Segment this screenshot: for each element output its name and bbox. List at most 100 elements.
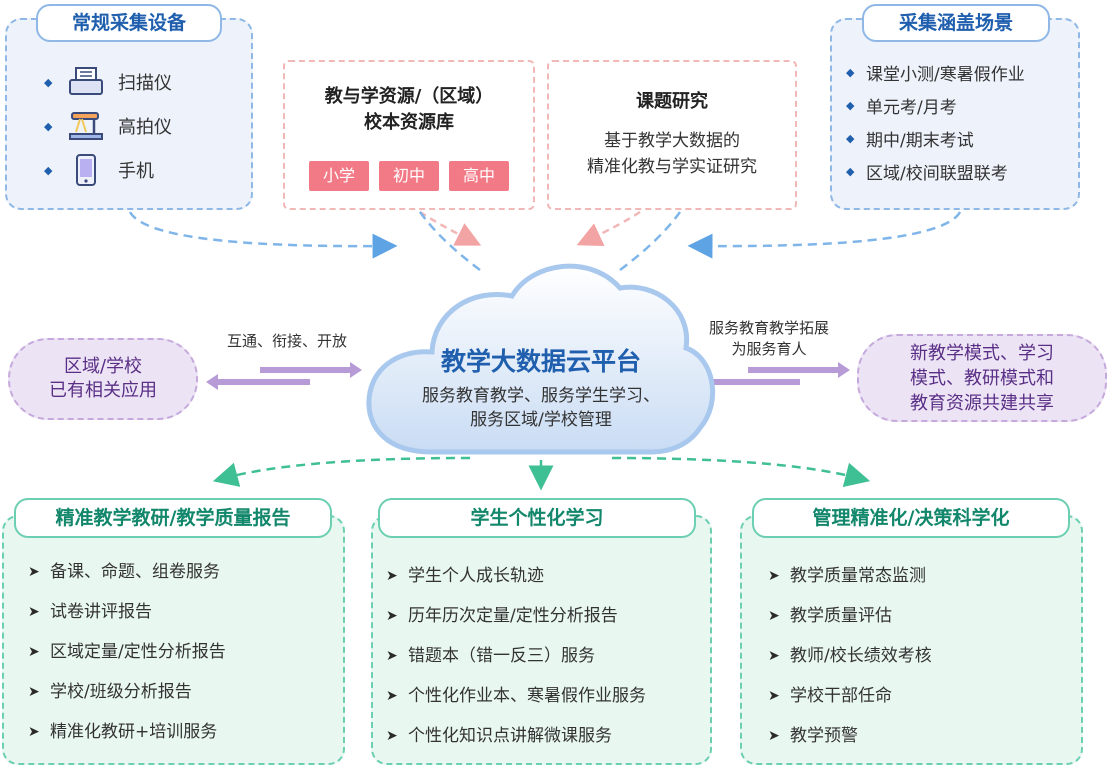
arrow-scenes-to-platform: [687, 211, 962, 259]
triangle-bullet-icon: ➤: [28, 644, 40, 660]
arrow-platform-to-left: [212, 456, 471, 487]
tag-junior: 初中: [379, 161, 439, 191]
list-item: ➤ 学校/班级分析报告: [28, 672, 338, 712]
diamond-bullet-icon: ◆: [44, 75, 53, 89]
arrow-platform-to-right: [611, 456, 871, 488]
list-item-label: 区域定量/定性分析报告: [50, 642, 226, 662]
list-item-label: 学校干部任命: [790, 686, 892, 706]
tag-primary: 小学: [309, 161, 369, 191]
teaching-report-panel: [2, 515, 345, 765]
diamond-bullet-icon: ◆: [846, 66, 855, 79]
left-app-line2: 已有相关应用: [49, 380, 157, 401]
list-item: ➤个性化作业本、寒暑假作业服务: [386, 676, 708, 716]
management-panel: [740, 515, 1083, 765]
list-item-label: 错题本（错一反三）服务: [408, 646, 595, 666]
left-app-line1: 区域/学校: [63, 356, 143, 377]
device-item: ◆ 高拍仪: [44, 104, 244, 148]
platform-title: 教学大数据云平台: [440, 347, 641, 376]
triangle-bullet-icon: ➤: [768, 608, 780, 624]
list-item: ➤教师/校长绩效考核: [768, 636, 1068, 676]
research-title: 课题研究: [636, 91, 708, 112]
scanner-icon: [69, 67, 103, 95]
resource-title: 教与学资源/（区域） 校本资源库: [283, 84, 535, 136]
list-item: ➤ 学校干部任命: [768, 676, 1068, 716]
list-item: ➤ 学生个人成长轨迹: [386, 556, 708, 596]
left-app-panel: 区域/学校 已有相关应用: [8, 338, 198, 420]
triangle-bullet-icon: ➤: [386, 688, 398, 704]
tag-senior: 高中: [449, 161, 509, 191]
triangle-bullet-icon: ➤: [768, 728, 780, 744]
diamond-bullet-icon: ◆: [44, 119, 53, 133]
diamond-bullet-icon: ◆: [44, 163, 53, 177]
scene-item: ◆ 课堂小测/寒暑假作业: [846, 56, 1076, 89]
platform-subtitle: 服务教育教学、服务学生学习、 服务区域/学校管理: [362, 384, 720, 432]
platform-sub-line2: 服务区域/学校管理: [470, 410, 612, 430]
device-label: 高拍仪: [118, 117, 172, 138]
devices-title: 常规采集设备: [36, 4, 222, 42]
resource-title-line2: 校本资源库: [364, 112, 454, 133]
management-title: 管理精准化/决策科学化: [752, 498, 1070, 538]
scene-item: ◆单元考/月考: [846, 89, 1076, 122]
triangle-bullet-icon: ➤: [28, 564, 40, 580]
right-arrow-label-line2: 为服务育人: [731, 340, 807, 358]
research-desc-line1: 基于教学大数据的: [604, 131, 740, 151]
list-item-label: 个性化知识点讲解微课服务: [408, 726, 612, 746]
device-label: 扫描仪: [118, 73, 172, 94]
right-app-line3: 教育资源共建共享: [910, 392, 1054, 414]
scenes-title: 采集涵盖场景: [862, 4, 1050, 42]
device-list: ◆ 扫描仪 ◆ 高拍仪 ◆ 手机: [44, 60, 244, 192]
research-desc-line2: 精准化教与学实证研究: [587, 157, 757, 177]
list-item: ➤ 备课、命题、组卷服务: [28, 552, 338, 592]
scene-item: ◆区域/校间联盟联考: [846, 155, 1076, 188]
device-item: ◆ 手机: [44, 148, 244, 192]
management-list: ➤ 教学质量常态监测 ➤ 教学质量评估 ➤教师/校长绩效考核 ➤ 学校干部任命 ➤ 教学…: [768, 556, 1068, 756]
scene-label: 期中/期末考试: [866, 131, 974, 151]
phone-icon: [76, 154, 96, 186]
list-item: ➤ 错题本（错一反三）服务: [386, 636, 708, 676]
triangle-bullet-icon: ➤: [386, 568, 398, 584]
list-item-label: 教学预警: [790, 726, 858, 746]
list-item-label: 学生个人成长轨迹: [408, 566, 544, 586]
right-arrow-label: 服务教育教学拓展 为服务育人: [694, 318, 844, 360]
list-item: ➤ 历年历次定量/定性分析报告: [386, 596, 708, 636]
student-learning-title: 学生个性化学习: [378, 498, 696, 538]
triangle-bullet-icon: ➤: [768, 688, 780, 704]
list-item-label: 教学质量常态监测: [790, 566, 926, 586]
triangle-bullet-icon: ➤: [768, 568, 780, 584]
scene-list: ◆课堂小测/寒暑假作业 ◆单元考/月考 ◆期中/期末考试 ◆区域/校间联盟联考: [846, 56, 1076, 188]
arrow-resource-to-platform: [419, 210, 482, 246]
list-item-label: 历年历次定量/定性分析报告: [408, 606, 618, 626]
scenes-panel: [830, 18, 1080, 210]
student-learning-list: ➤学生个人成长轨迹 ➤历年历次定量/定性分析报告 ➤错题本（错一反三）服务 ➤个…: [386, 556, 708, 756]
list-item-label: 教学质量评估: [790, 606, 892, 626]
list-item-label: 教师/校长绩效考核: [790, 646, 932, 666]
cloud-shape: [366, 263, 716, 455]
list-item: ➤ 区域定量/定性分析报告: [28, 632, 338, 672]
triangle-bullet-icon: ➤: [28, 724, 40, 740]
document-camera-icon: [69, 112, 103, 140]
left-arrow-label: 互通、衔接、开放: [226, 332, 347, 350]
list-item-label: 学校/班级分析报告: [50, 682, 192, 702]
right-app-line1: 新教学模式、学习: [910, 342, 1054, 364]
list-item-label: 备课、命题、组卷服务: [50, 562, 220, 582]
diamond-bullet-icon: ◆: [846, 99, 855, 112]
triangle-bullet-icon: ➤: [386, 728, 398, 744]
research-panel: [547, 60, 797, 210]
device-item: ◆ 扫描仪: [44, 60, 244, 104]
list-item: ➤ 教学质量常态监测: [768, 556, 1068, 596]
teaching-report-title: 精准教学教研/教学质量报告: [14, 498, 332, 538]
right-app-panel: 新教学模式、学习 模式、教研模式和 教育资源共建共享: [857, 334, 1107, 422]
arrow-devices-to-platform: [128, 211, 398, 259]
triangle-bullet-icon: ➤: [28, 684, 40, 700]
teaching-report-list: ➤备课、命题、组卷服务 ➤试卷讲评报告 ➤区域定量/定性分析报告 ➤学校/班级分…: [28, 552, 338, 752]
list-item: ➤ 教学质量评估: [768, 596, 1068, 636]
triangle-bullet-icon: ➤: [386, 648, 398, 664]
triangle-bullet-icon: ➤: [386, 608, 398, 624]
list-item: ➤ 精准化教研+培训服务: [28, 712, 338, 752]
scene-label: 区域/校间联盟联考: [866, 164, 1008, 184]
list-item-label: 精准化教研+培训服务: [50, 722, 218, 742]
diamond-bullet-icon: ◆: [846, 132, 855, 145]
scene-item: ◆ 期中/期末考试: [846, 122, 1076, 155]
scene-label: 课堂小测/寒暑假作业: [866, 65, 1025, 85]
resource-title-line1: 教与学资源/（区域）: [324, 86, 494, 107]
